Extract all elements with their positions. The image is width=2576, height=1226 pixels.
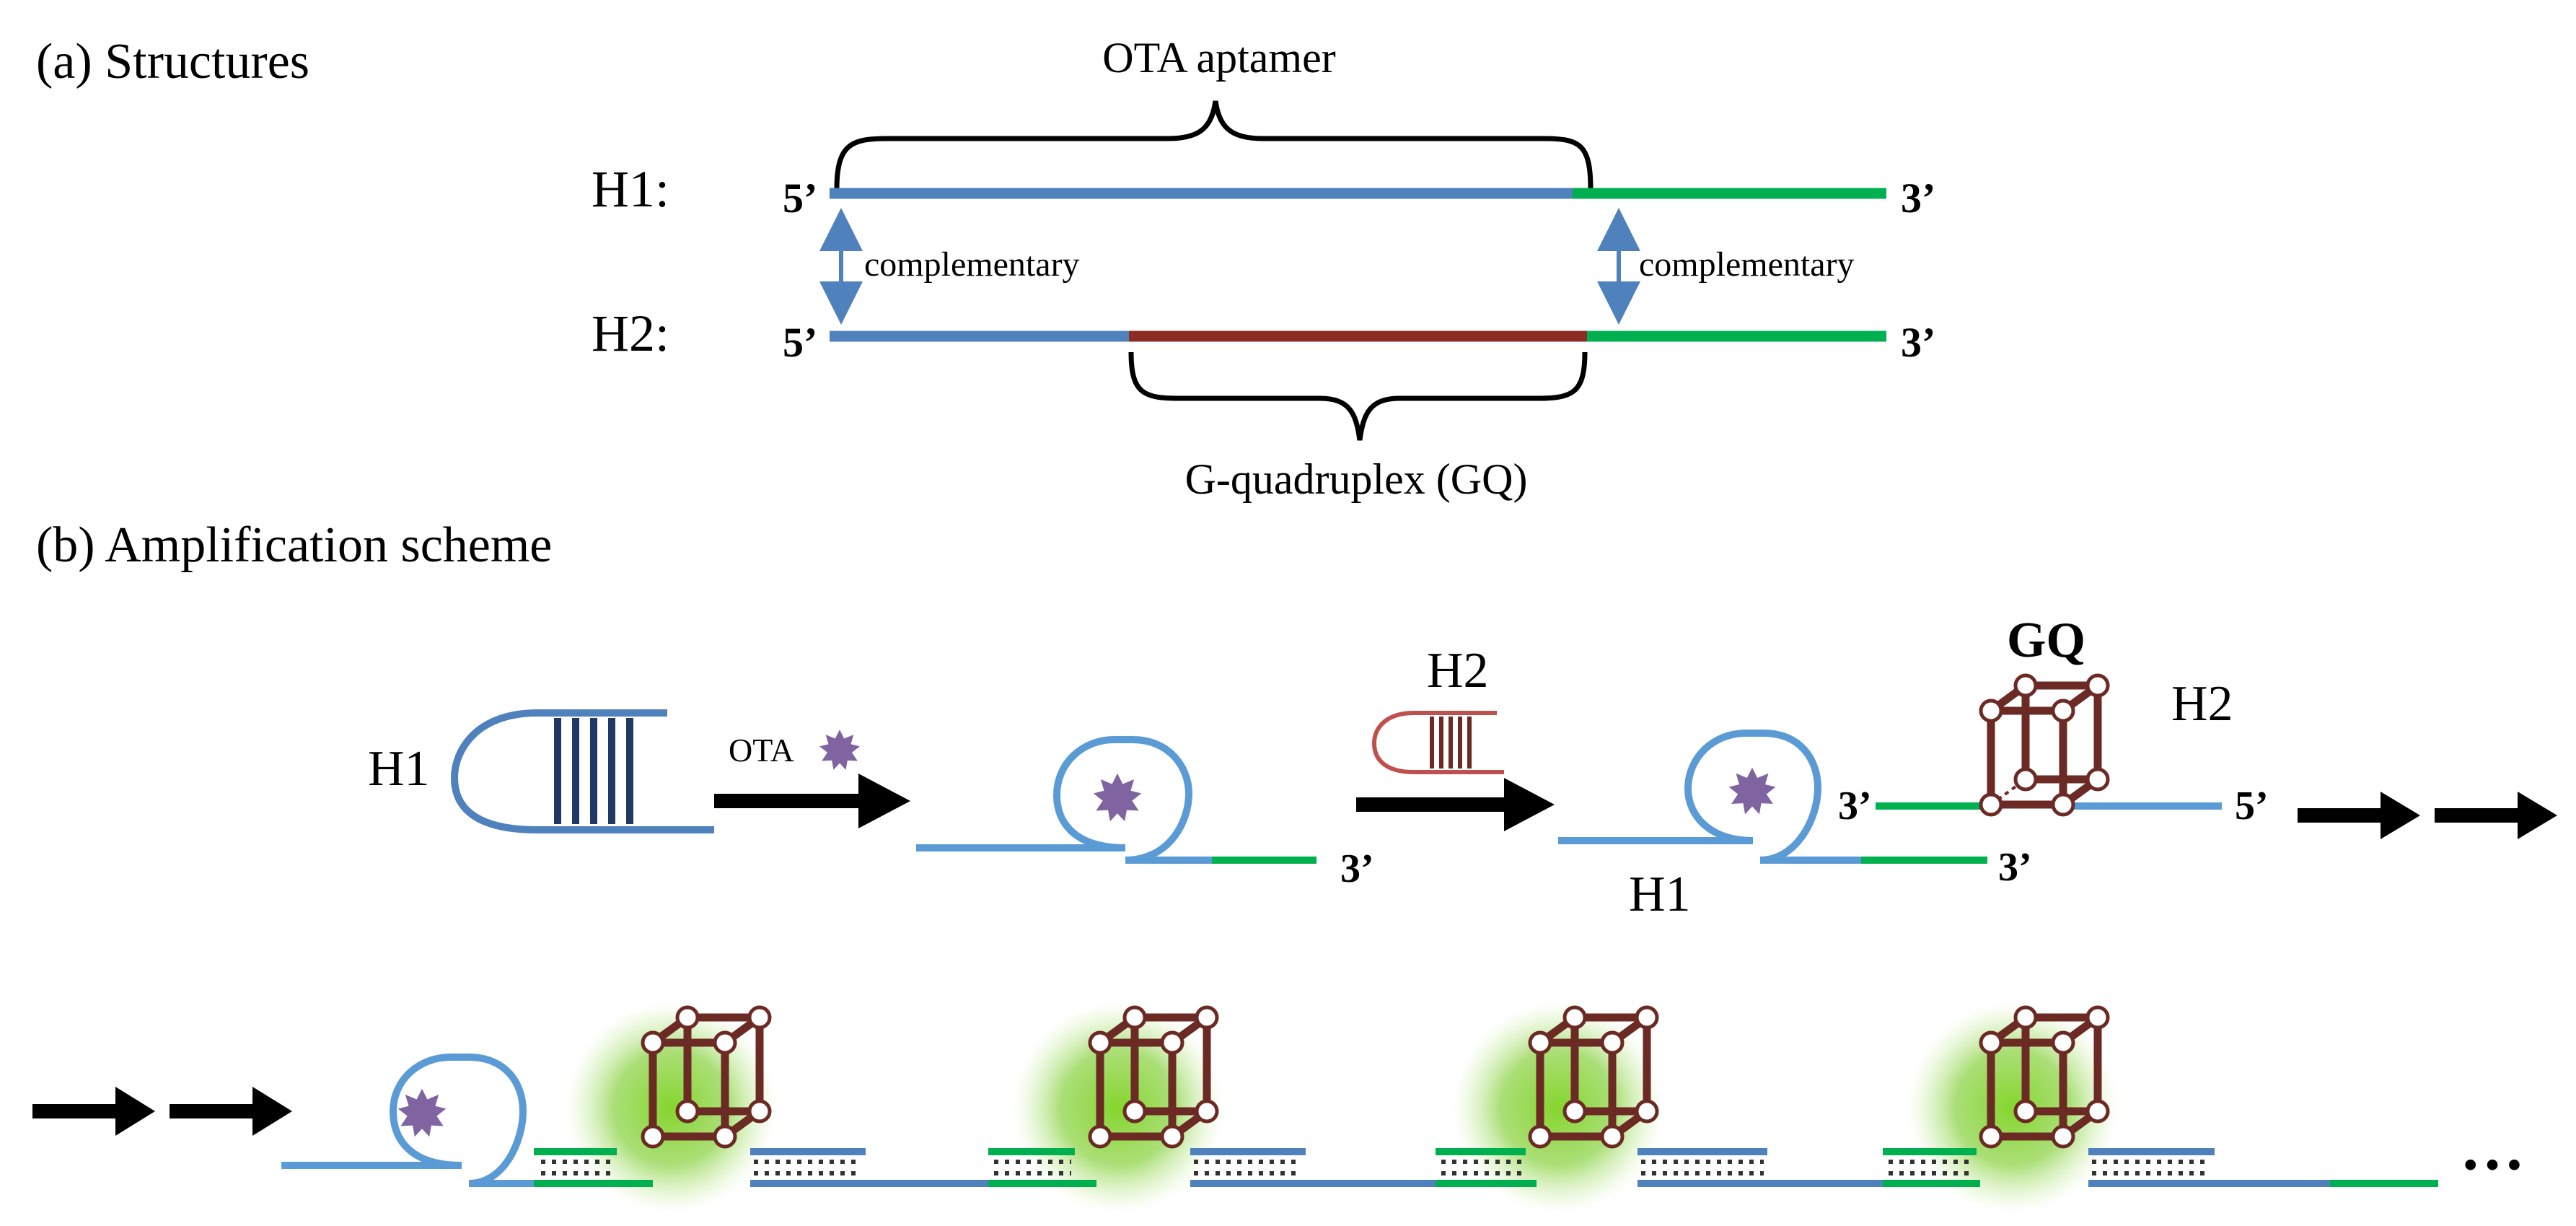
gq-label: G-quadruplex (GQ) bbox=[1185, 455, 1528, 503]
gq-cube-chain-2 bbox=[1088, 1005, 1219, 1149]
complex-h1-loop bbox=[1558, 730, 1861, 864]
chain-arrow-2 bbox=[170, 1087, 292, 1136]
strand-h1-three-prime: 3’ bbox=[1901, 175, 1935, 222]
end-label-b: 3’ bbox=[1998, 845, 2032, 890]
aptamer-brace bbox=[834, 100, 1593, 190]
gq-cube-chain-1 bbox=[641, 1005, 772, 1149]
strand-h1-label: H1: bbox=[592, 160, 669, 218]
h2-stem-bars bbox=[1430, 717, 1472, 769]
ota-bound-icon bbox=[1093, 773, 1142, 822]
process-arrow-2 bbox=[1356, 778, 1555, 831]
gq-cube-top-nodes bbox=[1979, 673, 2110, 817]
process-arrow-3 bbox=[2298, 792, 2420, 839]
h1-hairpin bbox=[450, 709, 714, 833]
h1-bottom-label: H1 bbox=[1629, 867, 1691, 922]
process-arrow-1 bbox=[714, 774, 910, 828]
h1-hairpin-label: H1 bbox=[368, 741, 430, 797]
gq-brace bbox=[1128, 351, 1588, 441]
panel-b-title: (b) Amplification scheme bbox=[36, 517, 552, 573]
process-arrow-4 bbox=[2435, 792, 2557, 839]
gq-cube-top bbox=[1987, 681, 2102, 809]
end-label-c: 3’ bbox=[1838, 784, 1872, 828]
base-pairs bbox=[541, 1160, 2211, 1175]
gq-cube-chain-3 bbox=[1528, 1005, 1659, 1149]
strand-h2-five-prime: 5’ bbox=[783, 319, 817, 366]
strand-h2-label: H2: bbox=[592, 305, 669, 362]
h1-stem-bars bbox=[554, 718, 633, 824]
h2-small-hairpin bbox=[1371, 711, 1504, 774]
ota-complex-icon bbox=[1728, 767, 1776, 815]
h2-right-label: H2 bbox=[2171, 676, 2233, 732]
complementary-label-left: complementary bbox=[864, 245, 1080, 284]
ota-molecule-icon bbox=[819, 730, 860, 770]
strand-h2-three-prime: 3’ bbox=[1901, 319, 1935, 366]
h1-opened-loop bbox=[916, 736, 1212, 864]
aptamer-label: OTA aptamer bbox=[1102, 34, 1335, 82]
chain-arrow-1 bbox=[32, 1087, 155, 1136]
gq-cube-chain-4 bbox=[1979, 1005, 2110, 1149]
continuation-ellipsis: … bbox=[2460, 1112, 2525, 1183]
ota-chain-icon bbox=[397, 1088, 447, 1137]
end-label-a: 3’ bbox=[1340, 846, 1374, 891]
ota-label: OTA bbox=[729, 732, 794, 769]
end-label-d: 5’ bbox=[2235, 784, 2269, 828]
strand-h1-five-prime: 5’ bbox=[783, 175, 817, 222]
panel-a-title: (a) Structures bbox=[36, 34, 309, 89]
chain-strands bbox=[534, 1148, 2438, 1187]
h2-top-label: H2 bbox=[1427, 643, 1489, 699]
chain-h1-loop bbox=[281, 1054, 534, 1187]
complementary-label-right: complementary bbox=[1639, 245, 1855, 284]
gq-top-label: GQ bbox=[2007, 613, 2085, 668]
